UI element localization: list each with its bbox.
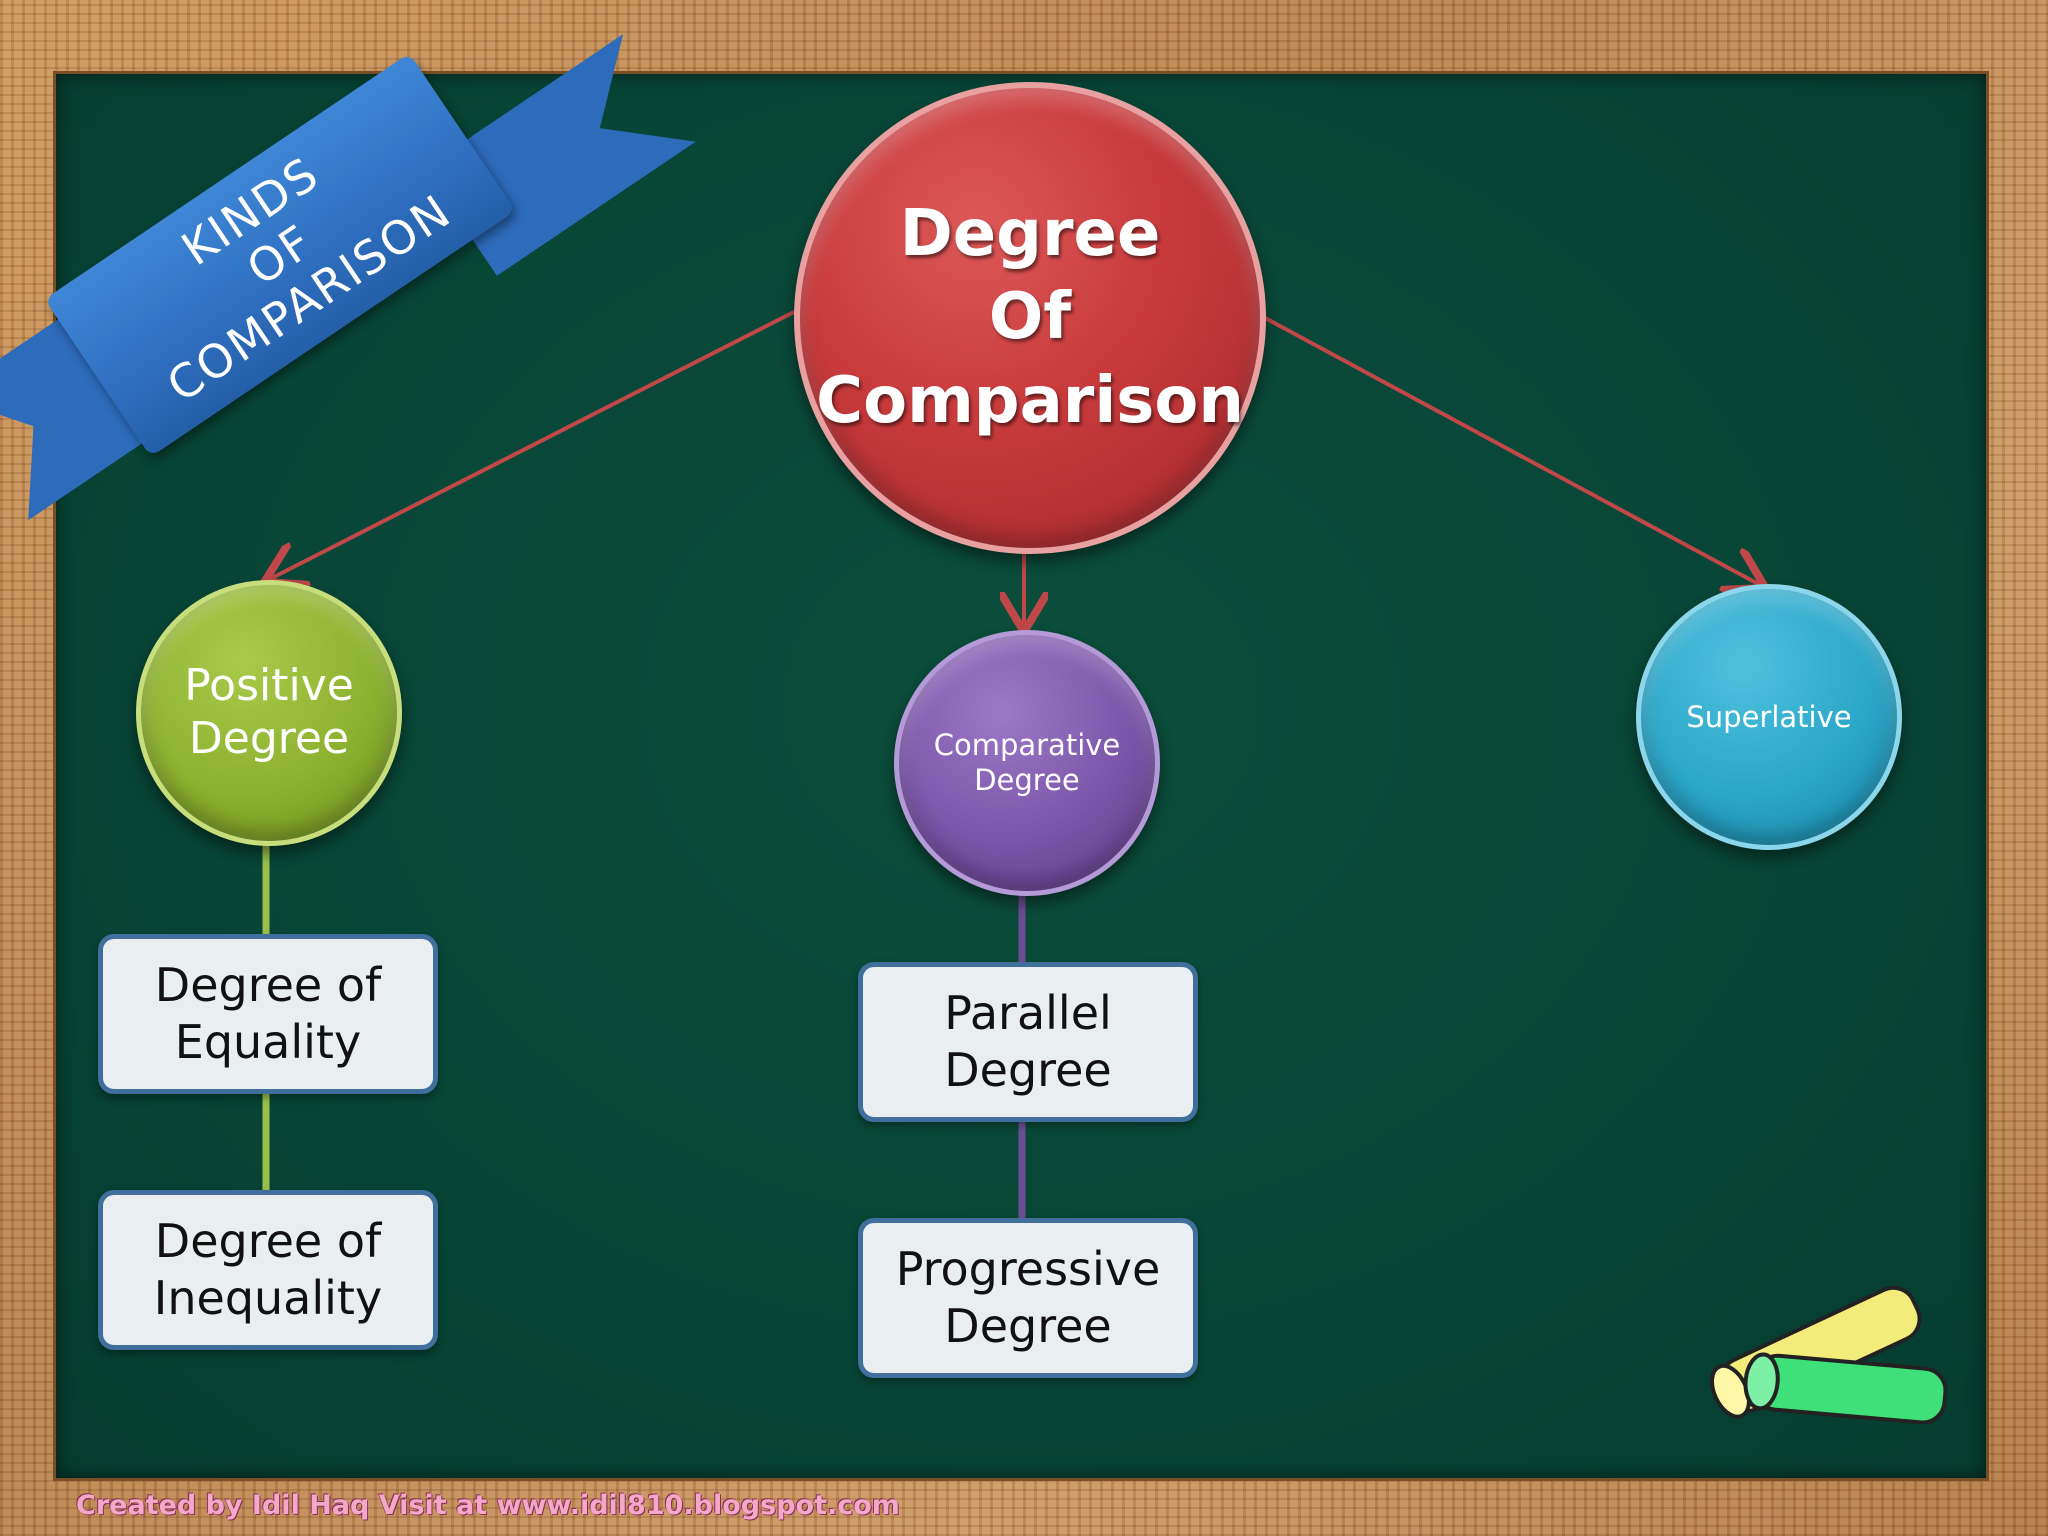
parallel-degree-label: Parallel Degree	[944, 985, 1112, 1098]
degree-of-equality-box: Degree of Equality	[98, 934, 438, 1094]
chalk-icon	[1710, 1285, 1948, 1425]
superlative-node: Superlative	[1636, 584, 1902, 850]
arrow-to-positive	[268, 310, 795, 580]
comparative-degree-label: Comparative Degree	[933, 728, 1121, 797]
positive-degree-label: Positive Degree	[184, 660, 354, 764]
degree-of-comparison-node: Degree Of Comparison	[794, 82, 1266, 554]
degree-of-equality-label: Degree of Equality	[154, 957, 382, 1070]
comparative-degree-node: Comparative Degree	[894, 630, 1160, 896]
footer-credit: Created by Idil Haq Visit at www.idil810…	[76, 1490, 900, 1521]
degree-of-inequality-box: Degree of Inequality	[98, 1190, 438, 1350]
progressive-degree-label: Progressive Degree	[895, 1241, 1161, 1354]
progressive-degree-box: Progressive Degree	[858, 1218, 1198, 1378]
arrow-to-superlative	[1253, 310, 1762, 586]
degree-of-comparison-label: Degree Of Comparison	[816, 197, 1244, 438]
parallel-degree-box: Parallel Degree	[858, 962, 1198, 1122]
superlative-label: Superlative	[1686, 699, 1852, 734]
positive-degree-node: Positive Degree	[136, 580, 402, 846]
degree-of-inequality-label: Degree of Inequality	[153, 1213, 383, 1326]
